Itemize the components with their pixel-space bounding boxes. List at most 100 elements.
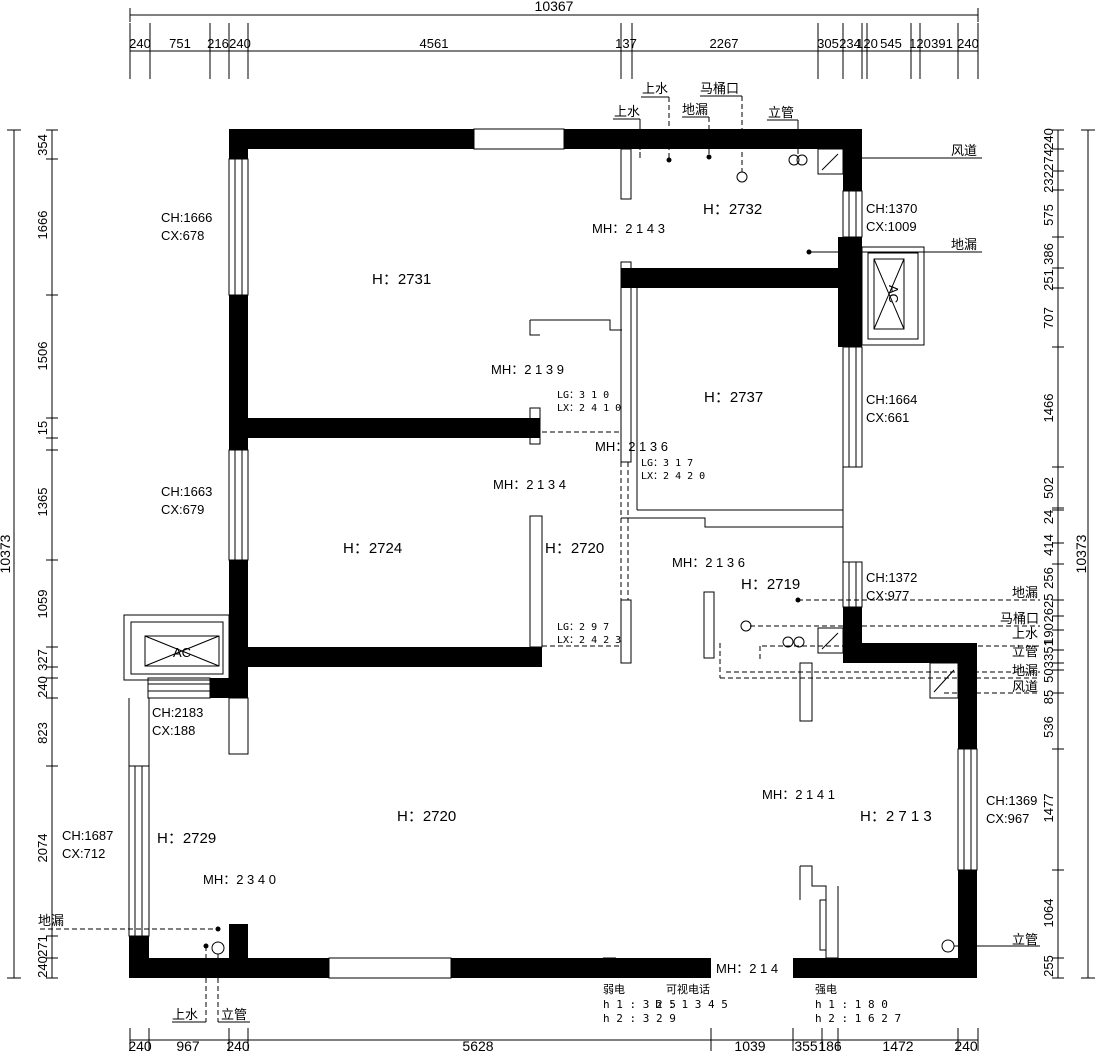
wall-right-lower-b <box>958 870 977 978</box>
air-duct-top <box>817 148 844 175</box>
right-dim-18: 536 <box>1041 716 1056 738</box>
bottom-dim-2: 967 <box>176 1038 200 1051</box>
window-ch-1: CH:1666 <box>161 210 212 225</box>
wall-right-lower-a <box>958 643 977 749</box>
window-ch-3: CH:1370 <box>866 201 917 216</box>
left-dim-12: 240 <box>35 956 50 978</box>
left-dim-8: 240 <box>35 676 50 698</box>
left-dimension-lines <box>7 129 58 979</box>
weak-current-h1: h 1 : 3 2 5 <box>603 998 676 1011</box>
wall-interior-top-right <box>621 268 843 288</box>
label-toilet-outlet-bath: 马桶口 <box>1000 612 1039 627</box>
window-ch-6: CH:2183 <box>152 705 203 720</box>
window-right-4 <box>957 748 978 871</box>
top-dim-1: 240 <box>129 36 151 51</box>
right-dim-16: 503 <box>1041 661 1056 683</box>
wall-left-upper-a <box>229 129 248 159</box>
room-height-3: H：2737 <box>704 389 763 406</box>
wall-right-upper-a <box>843 129 862 191</box>
bottom-dim-1: 240 <box>128 1038 152 1051</box>
label-stand-pipe-bottom: 立管 <box>221 1008 247 1023</box>
room-height-5: H：2720 <box>545 540 604 557</box>
window-left-2 <box>228 449 249 561</box>
right-dim-7: 707 <box>1041 307 1056 329</box>
right-dim-5: 386 <box>1041 243 1056 265</box>
mh-label-8: MH：2 1 4 <box>716 961 778 976</box>
label-toilet-outlet-top: 马桶口 <box>700 82 739 97</box>
top-dim-12: 120 <box>909 36 931 51</box>
wall-left-upper-b <box>229 295 248 450</box>
weak-current-h2: h 2 : 3 2 9 <box>603 1012 676 1025</box>
label-water-inlet-1: 上水 <box>614 105 640 120</box>
window-left-small <box>147 677 211 699</box>
right-dim-12: 256 <box>1041 567 1056 589</box>
mh-label-4: MH：2 1 3 4 <box>493 477 566 492</box>
window-cx-8: CX:967 <box>986 811 1029 826</box>
bottom-dim-8: 1472 <box>882 1038 913 1051</box>
stand-pipe-icon-bath <box>782 636 794 648</box>
left-total-dimension: 10373 <box>0 534 13 573</box>
top-dim-2: 751 <box>169 36 191 51</box>
right-dim-10: 24 <box>1041 510 1056 524</box>
window-cx-3: CX:1009 <box>866 219 917 234</box>
left-dim-2: 1666 <box>35 211 50 240</box>
right-dim-3: 232 <box>1041 171 1056 193</box>
air-duct-right <box>929 662 959 699</box>
label-floor-drain-bath-2: 地漏 <box>1012 663 1038 679</box>
left-dim-4: 15 <box>35 421 50 435</box>
bottom-dimension-lines <box>129 1028 979 1051</box>
top-dim-14: 240 <box>957 36 979 51</box>
window-bottom <box>328 957 452 979</box>
label-stand-pipe-bath: 立管 <box>1012 645 1038 660</box>
bottom-dim-9: 240 <box>954 1038 978 1051</box>
right-dim-14: 190 <box>1041 623 1056 645</box>
label-water-inlet-bottom: 上水 <box>172 1008 198 1023</box>
partition-living <box>529 515 543 648</box>
room-height-4: H：2724 <box>343 540 402 557</box>
window-cx-5: CX:977 <box>866 588 909 603</box>
right-dim-15: 351 <box>1041 639 1056 661</box>
window-cx-4: CX:661 <box>866 410 909 425</box>
right-dim-11: 414 <box>1041 534 1056 556</box>
toilet-outlet-icon <box>736 171 748 183</box>
right-dim-17: 85 <box>1041 690 1056 704</box>
mh-label-2: MH：2 1 3 9 <box>491 362 564 377</box>
label-floor-drain-top: 地漏 <box>682 102 708 118</box>
ac-label-left: AC <box>173 645 191 660</box>
video-phone-h1: h : 1 3 4 5 <box>655 998 728 1011</box>
window-ch-5: CH:1372 <box>866 570 917 585</box>
top-dim-11: 545 <box>880 36 902 51</box>
window-right-2 <box>842 346 863 468</box>
label-floor-drain-bath: 地漏 <box>1012 585 1038 601</box>
top-dim-6: 137 <box>615 36 637 51</box>
right-dimension-lines <box>1052 129 1095 979</box>
lx-label-1: LX：2 4 1 0 <box>557 403 621 414</box>
windows-openings <box>128 128 978 979</box>
right-dim-9: 502 <box>1041 477 1056 499</box>
bottom-dim-4: 5628 <box>462 1038 493 1051</box>
walls <box>129 129 977 978</box>
wall-bottom-right <box>793 958 977 978</box>
air-duct-bath <box>817 627 844 654</box>
label-air-duct-right: 风道 <box>1012 680 1038 695</box>
mh-label-7: MH：2 3 4 0 <box>203 872 276 887</box>
top-dimension-lines <box>129 8 979 79</box>
top-dim-5: 4561 <box>420 36 449 51</box>
label-floor-drain-left: 地漏 <box>38 913 64 929</box>
ac-unit-right: AC <box>861 246 925 346</box>
left-dim-9: 823 <box>35 722 50 744</box>
top-dim-3: 216 <box>207 36 229 51</box>
wall-top-left <box>229 129 474 149</box>
top-total-dimension: 10367 <box>535 0 574 14</box>
right-dim-6: 251 <box>1041 269 1056 291</box>
stand-pipe-icon-left <box>211 941 225 955</box>
top-dim-8: 305 <box>817 36 839 51</box>
window-cx-6: CX:188 <box>152 723 195 738</box>
strong-current-h2: h 2 : 1 6 2 7 <box>815 1012 901 1025</box>
lg-label-1: LG：3 1 0 <box>557 390 609 401</box>
top-dim-10: 120 <box>856 36 878 51</box>
window-top <box>473 128 565 150</box>
wall-left-stub <box>210 678 248 698</box>
bottom-dim-3: 240 <box>226 1038 250 1051</box>
